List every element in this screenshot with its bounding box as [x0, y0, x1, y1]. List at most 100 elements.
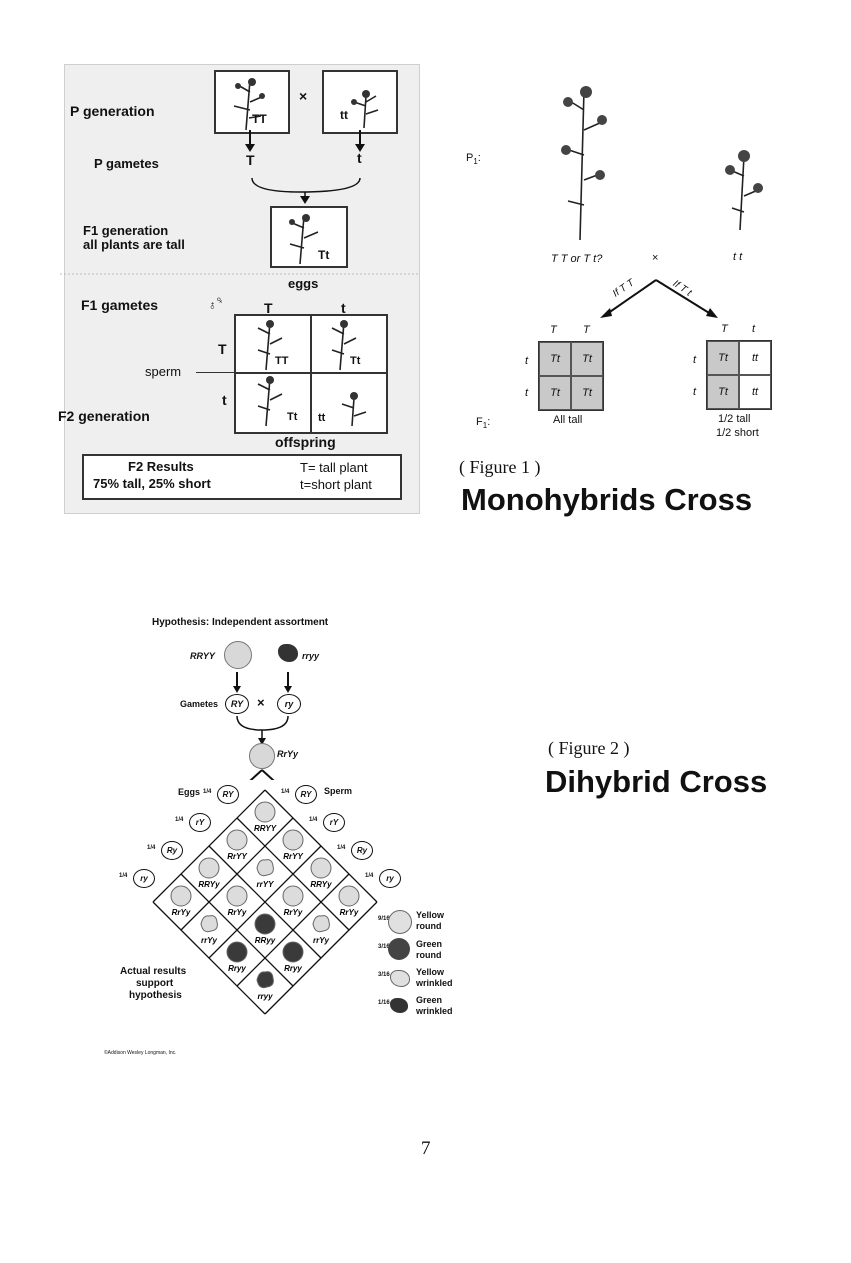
left-col-2: T	[583, 324, 590, 336]
green-round-pea	[254, 913, 276, 935]
left-parent-genotype: T T or T t?	[551, 253, 603, 265]
f1-pea-icon	[249, 743, 275, 769]
f2-cell-3: Tt	[287, 411, 298, 423]
actual-results-2: support	[136, 978, 174, 989]
half-short-label: 1/2 short	[716, 427, 759, 439]
f2-generation-label: F2 generation	[58, 408, 150, 424]
egg-col-2: t	[341, 300, 346, 316]
tall-plant-icon	[331, 320, 357, 371]
right-punnett: Tt tt Tt tt	[706, 340, 772, 410]
quarter-fraction: 1/4	[281, 789, 290, 795]
legend-label: round	[416, 921, 442, 931]
right-row-2: t	[693, 386, 697, 398]
genotype-label: Rryy	[284, 964, 302, 973]
gamete-ry-upper: RY	[225, 694, 249, 714]
parent1-genotype: TT	[252, 112, 267, 126]
sperm-gamete: rY	[323, 813, 345, 832]
legend-label: round	[416, 950, 442, 960]
fig1-connectors	[60, 130, 420, 275]
left-cell: Tt	[571, 342, 603, 376]
quarter-fraction: 1/4	[309, 817, 318, 823]
yellow-round-pea	[338, 885, 360, 907]
green-wrinkled-pea	[256, 971, 274, 989]
sperm-label: sperm	[145, 364, 182, 379]
yellow-round-pea	[198, 857, 220, 879]
offspring-label: offspring	[275, 434, 336, 450]
figure1-title: Monohybrids Cross	[461, 482, 753, 517]
right-parent-genotype: t t	[733, 251, 743, 263]
actual-results-3: hypothesis	[129, 990, 182, 1001]
f2-plants	[257, 320, 367, 427]
key-short: t=short plant	[300, 477, 372, 492]
green-round-pea	[226, 941, 248, 963]
genotype-label: RRYy	[310, 880, 332, 889]
cross-symbol: ×	[299, 88, 308, 104]
grid-line	[208, 845, 322, 959]
yellow-round-pea	[282, 885, 304, 907]
right-cell: Tt	[707, 375, 739, 409]
tall-plant-icon	[257, 320, 283, 371]
wrinkled-green-pea-icon	[278, 644, 298, 662]
left-cell: Tt	[539, 342, 571, 376]
legend-label: Green	[416, 939, 443, 949]
yellow-round-pea	[226, 885, 248, 907]
gametes-label: Gametes	[180, 699, 219, 709]
p-generation-label: P generation	[70, 103, 155, 119]
short-pea-plant-icon	[725, 150, 763, 231]
legend-label: Green	[416, 995, 443, 1005]
gamete-t-upper: T	[246, 152, 255, 168]
legend-fraction: 3/16	[378, 972, 390, 978]
figure2-label: ( Figure 2 )	[548, 738, 630, 758]
grid-line	[264, 901, 378, 1015]
fig2-arrows	[233, 672, 292, 780]
genotype-label: Rryy	[228, 964, 246, 973]
yellow-wrinkled-pea-icon	[390, 970, 410, 987]
p1-label: P1:	[466, 152, 481, 167]
right-cell: tt	[739, 341, 771, 375]
quarter-fraction: 1/4	[337, 845, 346, 851]
gamete-t-lower: t	[357, 150, 362, 166]
gamete-ry-lower: ry	[277, 694, 301, 714]
round-yellow-pea-icon	[224, 641, 252, 669]
grid-line	[152, 901, 266, 1015]
half-tall-label: 1/2 tall	[718, 413, 751, 425]
green-round-pea-icon	[388, 938, 410, 960]
genotype-label: RrYY	[227, 852, 247, 861]
gametes-cross: ×	[257, 695, 265, 710]
all-tall-label: All tall	[553, 414, 583, 426]
right-row-1: t	[693, 354, 697, 366]
tall-pea-plant-icon	[561, 86, 607, 241]
f1-gametes-label: F1 gametes	[81, 297, 159, 313]
figure2-title: Dihybrid Cross	[545, 764, 768, 799]
genotype-label: RrYY	[283, 852, 303, 861]
quarter-fraction: 1/4	[365, 873, 374, 879]
figure1-label: ( Figure 1 )	[459, 457, 541, 477]
f1-all-tall-label: all plants are tall	[83, 237, 185, 252]
actual-results-1: Actual results	[120, 966, 187, 977]
pea-plants	[561, 86, 763, 241]
right-col-2: t	[752, 323, 756, 335]
f2-cell-4: tt	[318, 412, 326, 424]
genotype-label: RrYy	[340, 908, 359, 917]
grid-line	[180, 873, 294, 987]
legend-fraction: 9/16	[378, 916, 390, 922]
sperm-row-1: T	[218, 341, 227, 357]
tall-plant-icon	[233, 78, 265, 131]
left-punnett: Tt Tt Tt Tt	[538, 341, 604, 411]
yellow-round-pea	[310, 857, 332, 879]
legend-label: Yellow	[416, 967, 445, 977]
f2-results-title: F2 Results	[128, 459, 194, 474]
legend-fraction: 1/16	[378, 1000, 390, 1006]
genotype-label: RRYY	[254, 824, 277, 833]
egg-gamete: Ry	[161, 841, 183, 860]
genotype-label: rrYY	[257, 880, 275, 889]
genotype-label: rrYy	[313, 936, 330, 945]
left-row-2: t	[525, 387, 529, 399]
genotype-label: RRyy	[255, 936, 276, 945]
parent2-plant-box	[322, 70, 398, 134]
f2-cell-1: TT	[275, 355, 289, 367]
p-gametes-label: P gametes	[94, 156, 159, 171]
f2-cell-2: Tt	[350, 355, 361, 367]
sperm-gamete: ry	[379, 869, 401, 888]
yellow-wrinkled-pea	[312, 915, 330, 933]
